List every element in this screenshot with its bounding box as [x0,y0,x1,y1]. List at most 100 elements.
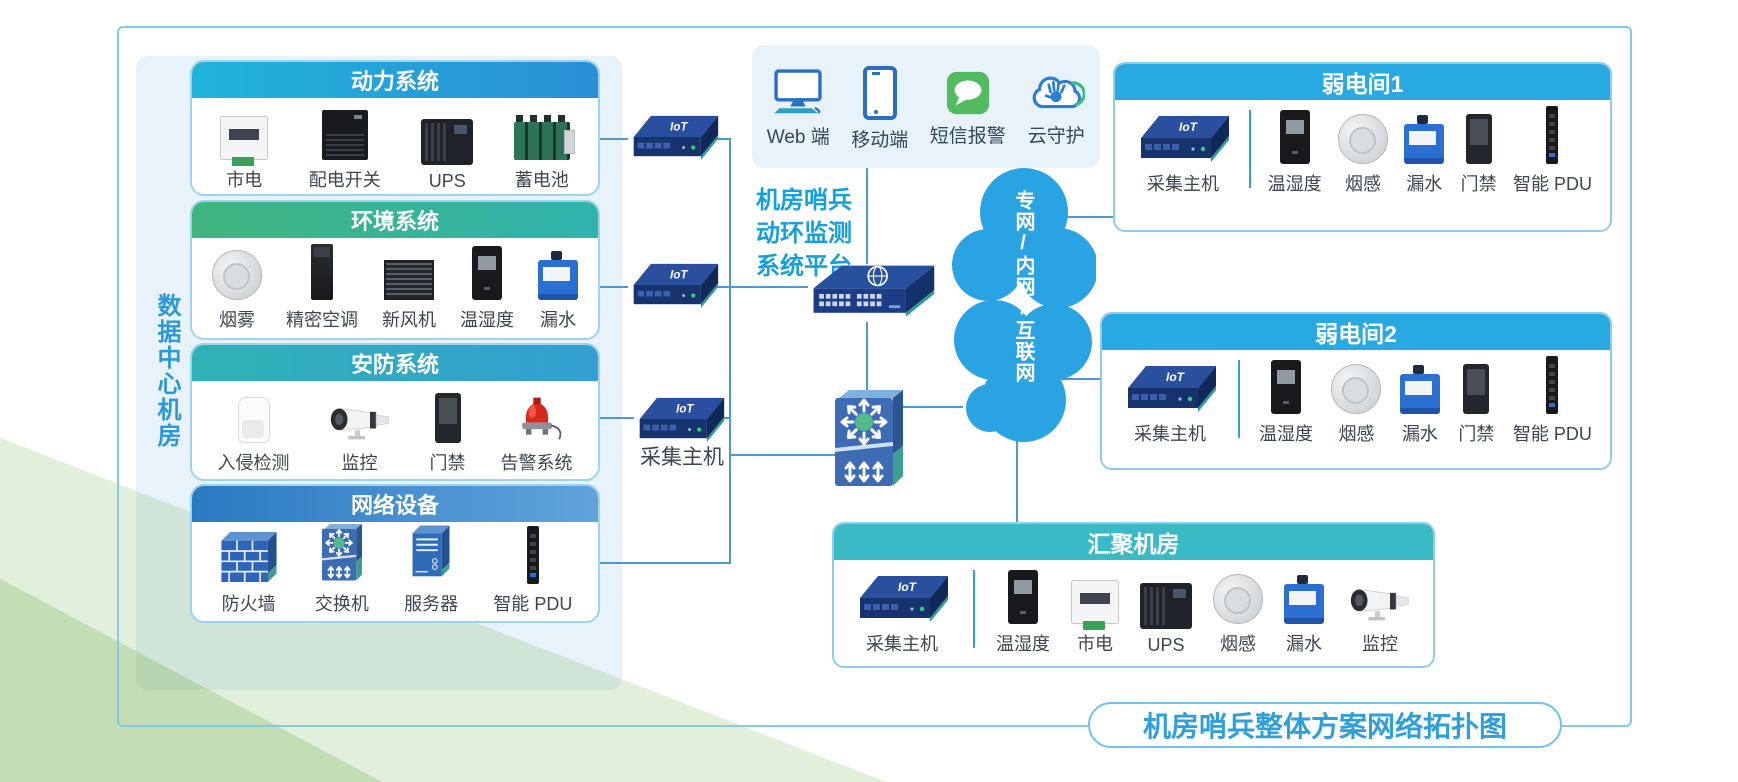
device-item: 监控 [1345,568,1415,656]
cloud-label: 专网/内网/互联网 [1012,190,1034,383]
smoke-detector-icon [212,250,262,300]
device-item: 烟感 [1337,108,1388,196]
water-leak-icon [1404,115,1445,164]
web-monitor-icon [771,69,825,117]
wire [1016,428,1018,524]
room-header: 弱电间2 [1102,314,1610,350]
power-system-box: 动力系统 市电 配电开关 UPS 蓄电池 [190,60,600,196]
diagram-title: 机房哨兵整体方案网络拓扑图 [1088,702,1562,748]
clients-panel: Web 端 移动端 短信报警 云守护 [752,45,1100,168]
device-item: 烟雾 [212,244,262,332]
iot-host-icon [1120,362,1220,414]
network-equipment-header: 网络设备 [192,486,598,522]
device-item: 告警系统 [501,387,573,475]
wire [1052,378,1102,380]
device-item: 蓄电池 [513,104,575,192]
water-leak-icon [1284,575,1324,624]
device-item: 门禁 [430,387,466,475]
aggregation-room: 汇聚机房 采集主机 温湿度 市电 UPS 烟感 漏水 监控 [832,522,1435,668]
cctv-camera-icon [1345,580,1415,624]
smart-pdu-icon [526,526,539,584]
device-item: 市电 [1071,568,1119,656]
device-item: 漏水 [1404,108,1445,196]
device-item: 市电 [220,104,269,192]
temp-humidity-icon [1279,110,1310,164]
divider [1249,110,1252,188]
wire [866,168,868,264]
wire [903,406,963,408]
smoke-detector-icon [1213,574,1263,624]
battery-icon [513,115,575,160]
alarm-beacon-icon [509,393,565,443]
device-item: 门禁 [1458,358,1494,446]
device-item: 精密空调 [286,244,358,332]
device-item: 新风机 [382,244,436,332]
water-leak-icon [1399,365,1440,414]
network-cloud: 专网/内网/互联网 [946,160,1096,452]
device-item: 智能 PDU [1513,356,1592,446]
wire [729,454,835,456]
water-leak-icon [538,251,578,300]
door-access-icon [434,393,461,443]
client-web: Web 端 [767,69,830,149]
smart-pdu-icon [1546,106,1559,164]
room-header: 汇聚机房 [834,524,1433,560]
smoke-detector-icon [1331,364,1382,414]
device-item: 温湿度 [1259,358,1313,446]
device-item: 采集主机 [1120,358,1220,446]
device-item: 采集主机 [1133,108,1233,196]
device-item: 烟感 [1213,568,1263,656]
door-access-icon [1465,114,1492,164]
cloud-guard-icon [1027,70,1085,116]
device-item: 入侵检测 [218,387,290,475]
device-item: 温湿度 [1268,108,1322,196]
weak-current-room-2: 弱电间2 采集主机 温湿度 烟感 漏水 门禁 智能 PDU [1100,312,1612,470]
device-item: UPS [421,109,474,192]
network-equipment-box: 网络设备 防火墙 交换机 服务器 智能 PDU [190,484,600,623]
temp-humidity-icon [1008,570,1038,624]
wire [600,138,628,140]
device-item: 采集主机 [852,568,952,656]
iot-host-icon [852,572,952,624]
device-item: 配电开关 [309,104,381,192]
security-system-header: 安防系统 [192,345,598,381]
security-system-box: 安防系统 入侵检测 监控 门禁 告警系统 [190,343,600,481]
temp-humidity-icon [472,246,502,300]
fresh-air-fan-icon [384,260,434,300]
power-system-header: 动力系统 [192,62,598,98]
environment-system-header: 环境系统 [192,202,598,238]
iot-host-icon [626,112,722,162]
temp-humidity-icon [1270,360,1301,414]
client-mobile: 移动端 [851,65,908,152]
iot-host-icon [1133,112,1233,164]
precision-ac-icon [311,244,333,300]
iot-host-icon [632,394,728,444]
datacenter-label: 数据中心机房 [153,293,180,449]
ups-icon [421,119,474,165]
wire [866,322,868,392]
sms-alert-icon [945,70,991,116]
device-item: 智能 PDU [493,526,572,616]
server-icon [409,524,453,584]
platform-server-icon [806,260,938,326]
iot-host-icon [626,260,722,310]
wire [600,286,628,288]
environment-system-box: 环境系统 烟雾 精密空调 新风机 温湿度 漏水 [190,200,600,340]
device-item: 门禁 [1461,108,1497,196]
power-meter-icon [220,116,269,166]
smoke-detector-icon [1337,114,1388,164]
wire [600,417,634,419]
device-item: 漏水 [538,244,578,332]
device-item: 服务器 [404,528,458,616]
device-item: 交换机 [315,528,369,616]
wire-trunk [729,138,731,564]
core-switch-icon [833,390,905,492]
device-item: 烟感 [1331,358,1382,446]
weak-current-room-1: 弱电间1 采集主机 温湿度 烟感 漏水 门禁 智能 PDU [1113,62,1612,232]
ups-icon [1140,583,1192,629]
distribution-cabinet-icon [321,110,368,160]
wire [712,286,808,288]
device-item: 温湿度 [996,568,1050,656]
device-item: 防火墙 [218,528,280,616]
